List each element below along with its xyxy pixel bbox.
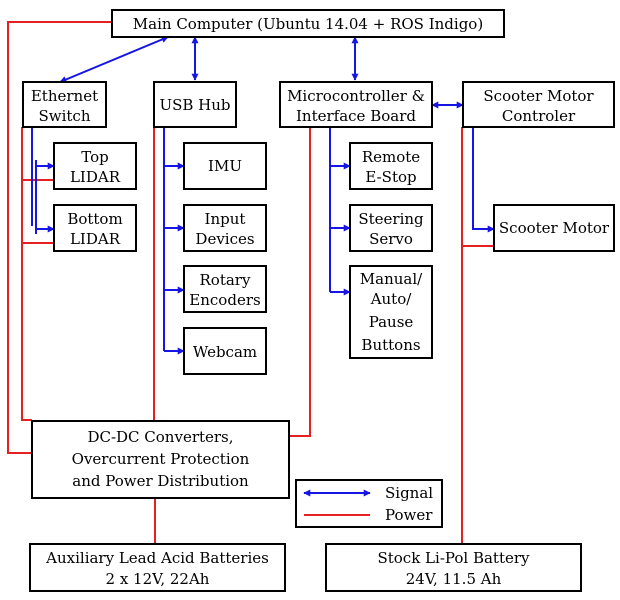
power-line-main-computer	[7, 21, 112, 454]
rotary-encoders-label-line1: Rotary	[200, 271, 251, 289]
top-lidar-label-line1: Top	[81, 148, 108, 166]
buttons-label-line4: Buttons	[361, 336, 420, 354]
bottom-lidar-box: Bottom LIDAR	[53, 204, 137, 252]
steering-servo-label-line2: Servo	[369, 230, 413, 248]
buttons-label-line3: Pause	[369, 313, 414, 331]
microcontroller-label-line1: Microcontroller &	[287, 87, 425, 105]
microcontroller-label-line2: Interface Board	[296, 107, 416, 125]
power-line-ethernet-switch	[21, 127, 32, 421]
power-lines	[7, 21, 494, 544]
scooter-motor-controller-box: Scooter Motor Controler	[462, 81, 615, 128]
webcam-box: Webcam	[183, 327, 267, 375]
remote-estop-label-line1: Remote	[362, 148, 420, 166]
scooter-motor-controller-label-line2: Controler	[502, 107, 576, 125]
dcdc-label-line1: DC-DC Converters,	[87, 428, 233, 446]
legend-signal-label: Signal	[385, 484, 433, 502]
dcdc-box: DC-DC Converters, Overcurrent Protection…	[31, 420, 290, 499]
buttons-label-line2: Auto/	[370, 290, 413, 308]
imu-box: IMU	[183, 142, 267, 190]
input-devices-box: Input Devices	[183, 204, 267, 252]
buttons-box: Manual/ Auto/ Pause Buttons	[349, 265, 433, 359]
webcam-label: Webcam	[193, 343, 257, 361]
usb-hub-label: USB Hub	[159, 96, 230, 114]
scooter-motor-controller-label-line1: Scooter Motor	[483, 87, 594, 105]
microcontroller-box: Microcontroller & Interface Board	[279, 81, 433, 128]
ethernet-switch-label-line1: Ethernet	[31, 87, 98, 105]
scooter-motor-box: Scooter Motor	[493, 204, 615, 252]
ethernet-switch-box: Ethernet Switch	[22, 81, 107, 128]
bottom-lidar-label-line2: LIDAR	[70, 230, 121, 248]
steering-servo-label-line1: Steering	[358, 210, 424, 228]
dcdc-label-line3: and Power Distribution	[72, 472, 249, 490]
top-lidar-box: Top LIDAR	[53, 142, 137, 190]
input-devices-label-line2: Devices	[195, 230, 254, 248]
aux-batteries-label-line2: 2 x 12V, 22Ah	[106, 570, 210, 588]
signal-computer-ethernet	[59, 36, 169, 83]
aux-batteries-box: Auxiliary Lead Acid Batteries 2 x 12V, 2…	[29, 543, 286, 592]
buttons-label-line1: Manual/	[360, 270, 423, 288]
main-computer-label: Main Computer (Ubuntu 14.04 + ROS Indigo…	[133, 15, 483, 33]
input-devices-label-line1: Input	[205, 210, 246, 228]
top-lidar-label-line2: LIDAR	[70, 168, 121, 186]
signal-lines	[31, 36, 495, 355]
signal-motor-controller-motor	[472, 127, 495, 233]
main-computer-box: Main Computer (Ubuntu 14.04 + ROS Indigo…	[111, 9, 505, 38]
aux-batteries-label-line1: Auxiliary Lead Acid Batteries	[45, 549, 269, 567]
rotary-encoders-box: Rotary Encoders	[183, 265, 267, 313]
bottom-lidar-label-line1: Bottom	[67, 210, 122, 228]
imu-label: IMU	[208, 157, 242, 175]
remote-estop-label-line2: E-Stop	[365, 168, 416, 186]
dcdc-label-line2: Overcurrent Protection	[72, 450, 250, 468]
lipo-battery-box: Stock Li-Pol Battery 24V, 11.5 Ah	[325, 543, 582, 592]
legend: Signal Power	[295, 479, 443, 528]
steering-servo-box: Steering Servo	[349, 204, 433, 252]
usb-hub-box: USB Hub	[153, 81, 237, 128]
remote-estop-box: Remote E-Stop	[349, 142, 433, 190]
lipo-battery-label-line2: 24V, 11.5 Ah	[406, 570, 502, 588]
power-line-microcontroller	[289, 127, 311, 437]
rotary-encoders-label-line2: Encoders	[189, 291, 260, 309]
lipo-battery-label-line1: Stock Li-Pol Battery	[377, 549, 530, 567]
scooter-motor-label: Scooter Motor	[499, 219, 610, 237]
legend-power-label: Power	[385, 506, 433, 524]
ethernet-switch-label-line2: Switch	[38, 107, 90, 125]
